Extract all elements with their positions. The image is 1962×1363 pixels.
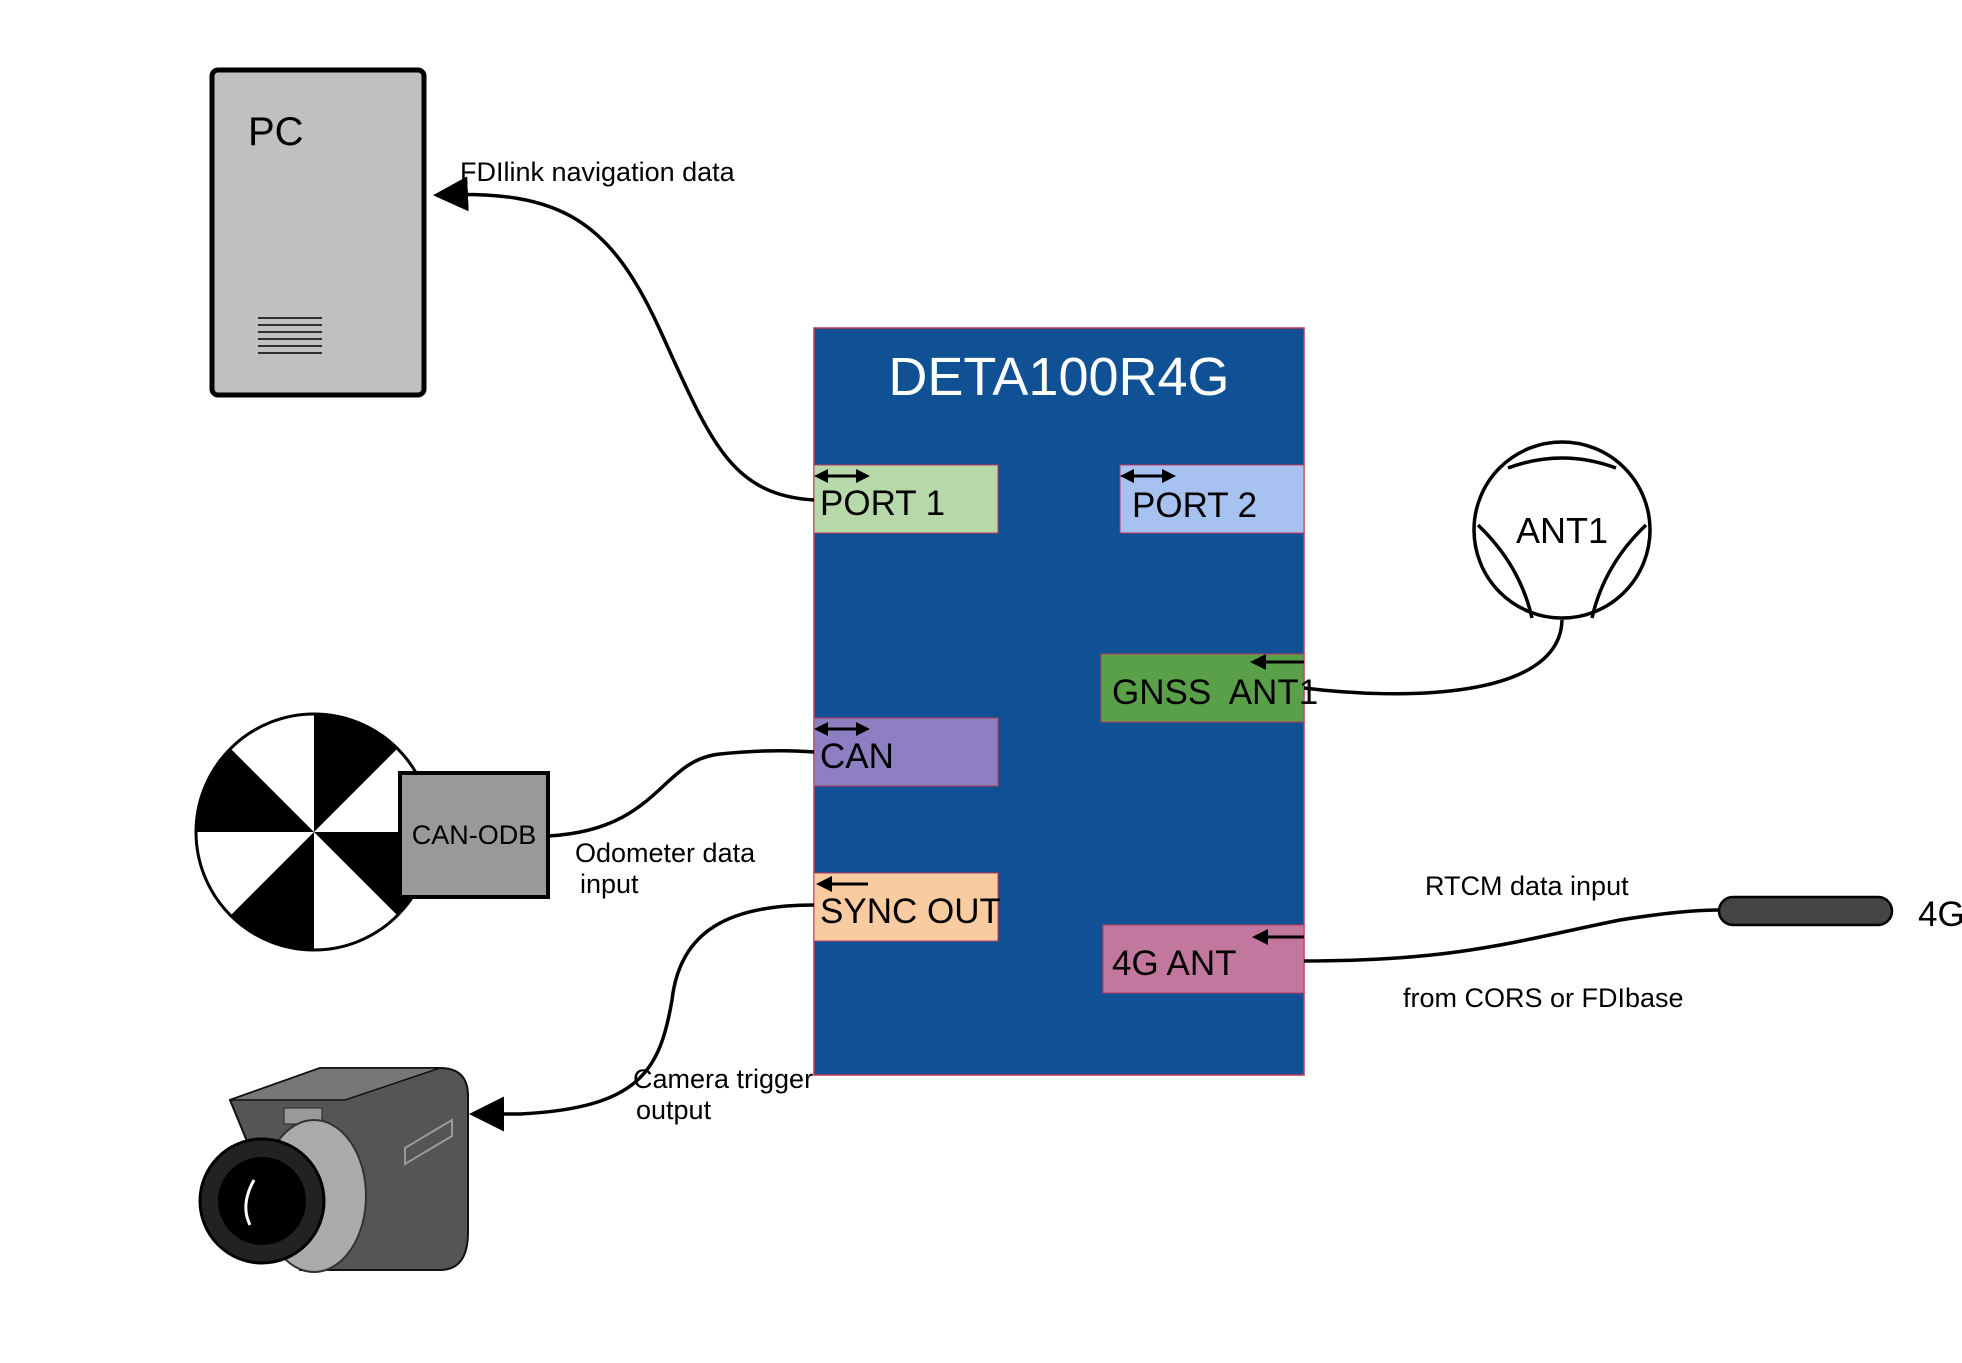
arrow-left-icon: [1250, 654, 1304, 670]
label-rtcm: RTCM data input: [1425, 871, 1629, 901]
bidirectional-arrow-icon: [1120, 469, 1176, 483]
port-gnss-box: [1100, 653, 1305, 723]
port-gnss-ant1: GNSS ANT1: [1100, 653, 1318, 723]
pc-vent-icon: [258, 317, 322, 354]
pc-case: [209, 67, 427, 398]
pc-tower: PC: [209, 67, 427, 398]
4g-antenna-icon: [1717, 895, 1894, 927]
label-camera-2: output: [636, 1095, 712, 1125]
wheel-icon: [194, 712, 434, 952]
label-odometer-2: input: [580, 869, 639, 899]
port-2-label: PORT 2: [1132, 486, 1257, 525]
wire-gnss-to-ant1: [1303, 619, 1564, 696]
device-title: DETA100R4G: [888, 347, 1229, 407]
port-gnss-label: GNSS ANT1: [1112, 673, 1318, 712]
camera-icon: [198, 1067, 469, 1273]
arrow-left-icon: [1252, 929, 1304, 945]
wire-port1-to-pc: [433, 176, 815, 502]
gnss-antenna-icon: ANT1: [1472, 440, 1652, 620]
arrow-left-icon: [816, 876, 868, 892]
port-can: CAN: [813, 717, 999, 787]
bidirectional-arrow-icon: [814, 469, 870, 483]
bidirectional-arrow-icon: [814, 722, 870, 736]
label-camera-1: Camera trigger: [633, 1064, 813, 1094]
port-1: PORT 1: [813, 464, 999, 534]
pc-label: PC: [248, 110, 304, 154]
can-odb-box: CAN-ODB: [398, 771, 550, 899]
wire-4g-ant-to-antenna: [1303, 908, 1720, 963]
port-4g-label: 4G ANT: [1112, 944, 1236, 983]
wire-sync-to-camera: [469, 903, 815, 1132]
port-1-label: PORT 1: [820, 484, 945, 523]
4g-label: 4G: [1918, 895, 1962, 934]
wire-can-odb-to-can: [547, 748, 815, 838]
label-fdilink: FDIlink navigation data: [460, 157, 736, 187]
port-sync-out: SYNC OUT: [813, 872, 1001, 942]
port-can-label: CAN: [820, 737, 894, 776]
port-2: PORT 2: [1119, 464, 1305, 534]
port-sync-label: SYNC OUT: [820, 892, 1001, 931]
label-cors: from CORS or FDIbase: [1403, 983, 1684, 1013]
port-4g-ant: 4G ANT: [1102, 924, 1305, 994]
label-odometer-1: Odometer data: [575, 838, 756, 868]
deta-device: DETA100R4G PORT 1 PORT 2 GNSS ANT1: [813, 327, 1318, 1076]
ant1-label: ANT1: [1516, 510, 1608, 551]
can-odb-label: CAN-ODB: [412, 820, 537, 850]
